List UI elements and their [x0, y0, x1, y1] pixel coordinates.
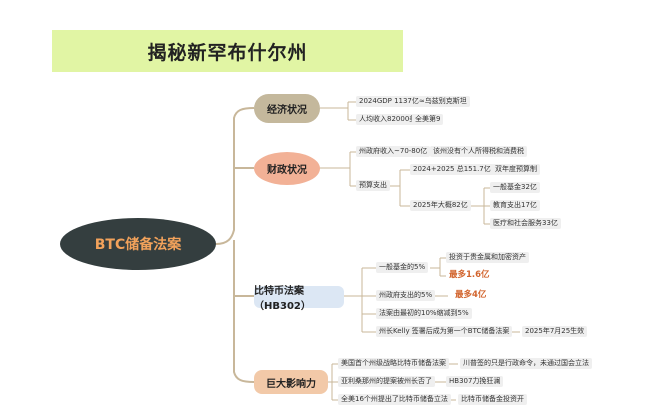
leaf-general: 一般基金32亿: [490, 182, 540, 193]
leaf-sixteen-note: 比特币储备金投资开: [458, 394, 527, 405]
leaf-gov: 州政府支出的5%: [376, 290, 436, 301]
leaf-revenue: 州政府收入~70-80亿: [356, 146, 431, 157]
branch-economy: 经济状况: [254, 94, 320, 123]
leaf-effective: 2025年7月25生效: [522, 326, 588, 337]
leaf-hb: HB307力挽狂澜: [446, 376, 504, 387]
leaf-first-note: 川普签的只是行政命令，未通过国会立法: [460, 358, 592, 369]
leaf-gdp: 2024GDP 1137亿≈乌兹别克斯坦: [356, 96, 470, 107]
leaf-fund-note: 投资于贵金属和加密资产: [446, 252, 529, 263]
leaf-budget: 预算支出: [356, 180, 390, 191]
leaf-arizona: 亚利桑那州的提案被州长否了: [338, 376, 435, 387]
branch-bill: 比特币法案（HB302）: [254, 286, 344, 312]
leaf-fund: 一般基金的5%: [376, 262, 429, 273]
leaf-gov-max: 最多4亿: [455, 290, 487, 300]
leaf-income: 人均收入82000美元: [356, 114, 427, 125]
leaf-fund-max: 最多1.6亿: [449, 270, 490, 280]
leaf-annual: 2025年大概82亿: [410, 200, 471, 211]
branch-fiscal: 财政状况: [254, 152, 320, 185]
leaf-medical: 医疗和社会服务33亿: [490, 218, 561, 229]
branch-impact: 巨大影响力: [254, 370, 328, 394]
leaf-kelly: 州长Kelly 签署后成为第一个BTC储备法案: [376, 326, 513, 337]
page-title: 揭秘新罕布什尔州: [52, 30, 403, 72]
leaf-revenue-note: 该州没有个人所得税和消费税: [430, 146, 527, 157]
leaf-limit: 法案由最初的10%缩减到5%: [376, 308, 472, 319]
root-node: BTC储备法案: [60, 218, 216, 270]
leaf-first: 美国首个州级战略比特币储备法案: [338, 358, 449, 369]
leaf-rank: 全美第9: [412, 114, 444, 125]
leaf-education: 教育支出17亿: [490, 200, 540, 211]
leaf-total: 2024+2025 总151.7亿: [410, 164, 494, 175]
leaf-sixteen: 全美16个州提出了比特币储备立法: [338, 394, 451, 405]
leaf-total-note: 双年度预算制: [492, 164, 540, 175]
